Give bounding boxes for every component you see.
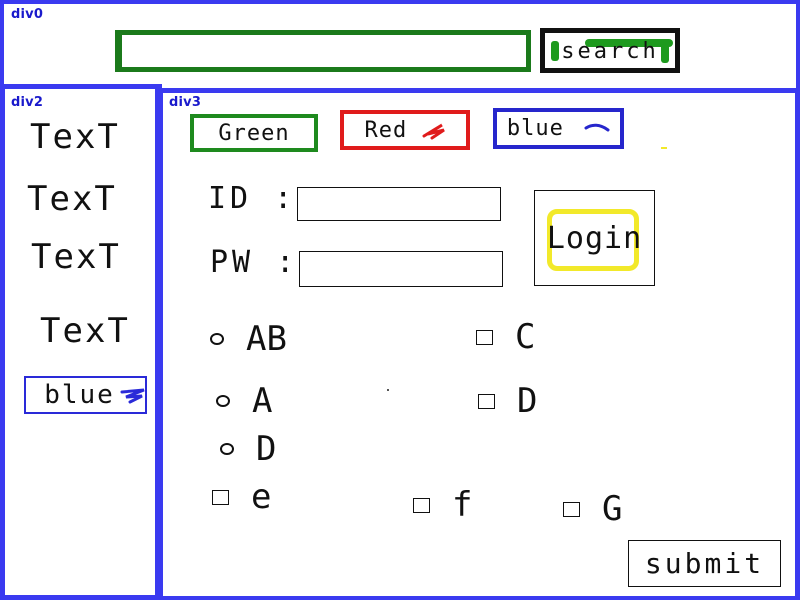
- green-button[interactable]: Green: [190, 114, 318, 152]
- checkbox[interactable]: [413, 497, 430, 513]
- sidebar-text-item: TexT: [40, 311, 130, 351]
- login-button[interactable]: Login: [534, 190, 655, 286]
- stray-mark: [387, 389, 389, 391]
- radio-button[interactable]: [216, 395, 230, 407]
- stray-mark: [661, 147, 667, 149]
- search-highlight: [661, 39, 669, 63]
- search-button-label: search: [561, 39, 659, 64]
- checkbox[interactable]: [563, 501, 580, 517]
- search-input[interactable]: [115, 30, 531, 72]
- radio-option-d[interactable]: D: [220, 432, 276, 466]
- id-input[interactable]: [297, 187, 501, 221]
- sidebar-text-item: TexT: [30, 117, 120, 157]
- sidebar-blue-button-label: blue: [44, 380, 115, 410]
- sidebar-text-item: TexT: [31, 237, 121, 277]
- sidebar-region: [0, 84, 162, 600]
- checkbox-option-label: f: [452, 485, 473, 525]
- red-button-label: Red: [364, 117, 408, 143]
- checkbox-option-e[interactable]: e: [212, 480, 271, 514]
- login-button-label: Login: [546, 220, 643, 256]
- radio-button[interactable]: [210, 333, 224, 345]
- submit-button-label: submit: [644, 547, 765, 580]
- blue-button[interactable]: blue: [493, 108, 624, 149]
- checkbox-option-label: D: [517, 381, 538, 421]
- blue-scribble-icon: [120, 388, 145, 404]
- checkbox-option-g[interactable]: G: [563, 492, 622, 526]
- submit-button[interactable]: submit: [628, 540, 781, 587]
- pw-input[interactable]: [299, 251, 503, 287]
- checkbox[interactable]: [478, 393, 495, 409]
- checkbox[interactable]: [212, 489, 229, 505]
- radio-option-label: AB: [246, 319, 287, 359]
- search-highlight: [551, 41, 559, 61]
- radio-option-ab[interactable]: AB: [210, 322, 287, 356]
- search-highlight: [585, 39, 673, 47]
- pw-label: PW :: [210, 245, 299, 280]
- radio-option-label: D: [256, 429, 277, 469]
- radio-button[interactable]: [220, 443, 234, 455]
- blue-button-label: blue: [506, 116, 564, 141]
- login-highlight: [547, 209, 639, 271]
- checkbox[interactable]: [476, 329, 493, 345]
- radio-option-label: A: [252, 381, 273, 421]
- checkbox-option-c[interactable]: C: [476, 320, 535, 354]
- checkbox-option-label: G: [602, 489, 623, 529]
- region-label-div3: div3: [169, 95, 202, 110]
- red-button[interactable]: Red: [340, 110, 470, 150]
- checkbox-option-d[interactable]: D: [478, 384, 537, 418]
- checkbox-option-f[interactable]: f: [413, 488, 472, 522]
- region-label-div0: div0: [11, 7, 44, 22]
- blue-scribble-icon: [584, 123, 610, 132]
- checkbox-option-label: C: [515, 317, 536, 357]
- radio-option-a[interactable]: A: [216, 384, 272, 418]
- red-scribble-icon: [422, 123, 445, 139]
- sidebar-blue-button[interactable]: blue: [24, 376, 147, 414]
- sidebar-text-item: TexT: [27, 179, 117, 219]
- id-label: ID :: [208, 181, 297, 216]
- green-button-label: Green: [218, 120, 290, 146]
- checkbox-option-label: e: [251, 477, 272, 517]
- region-label-div2: div2: [11, 95, 44, 110]
- search-button[interactable]: search: [540, 28, 680, 73]
